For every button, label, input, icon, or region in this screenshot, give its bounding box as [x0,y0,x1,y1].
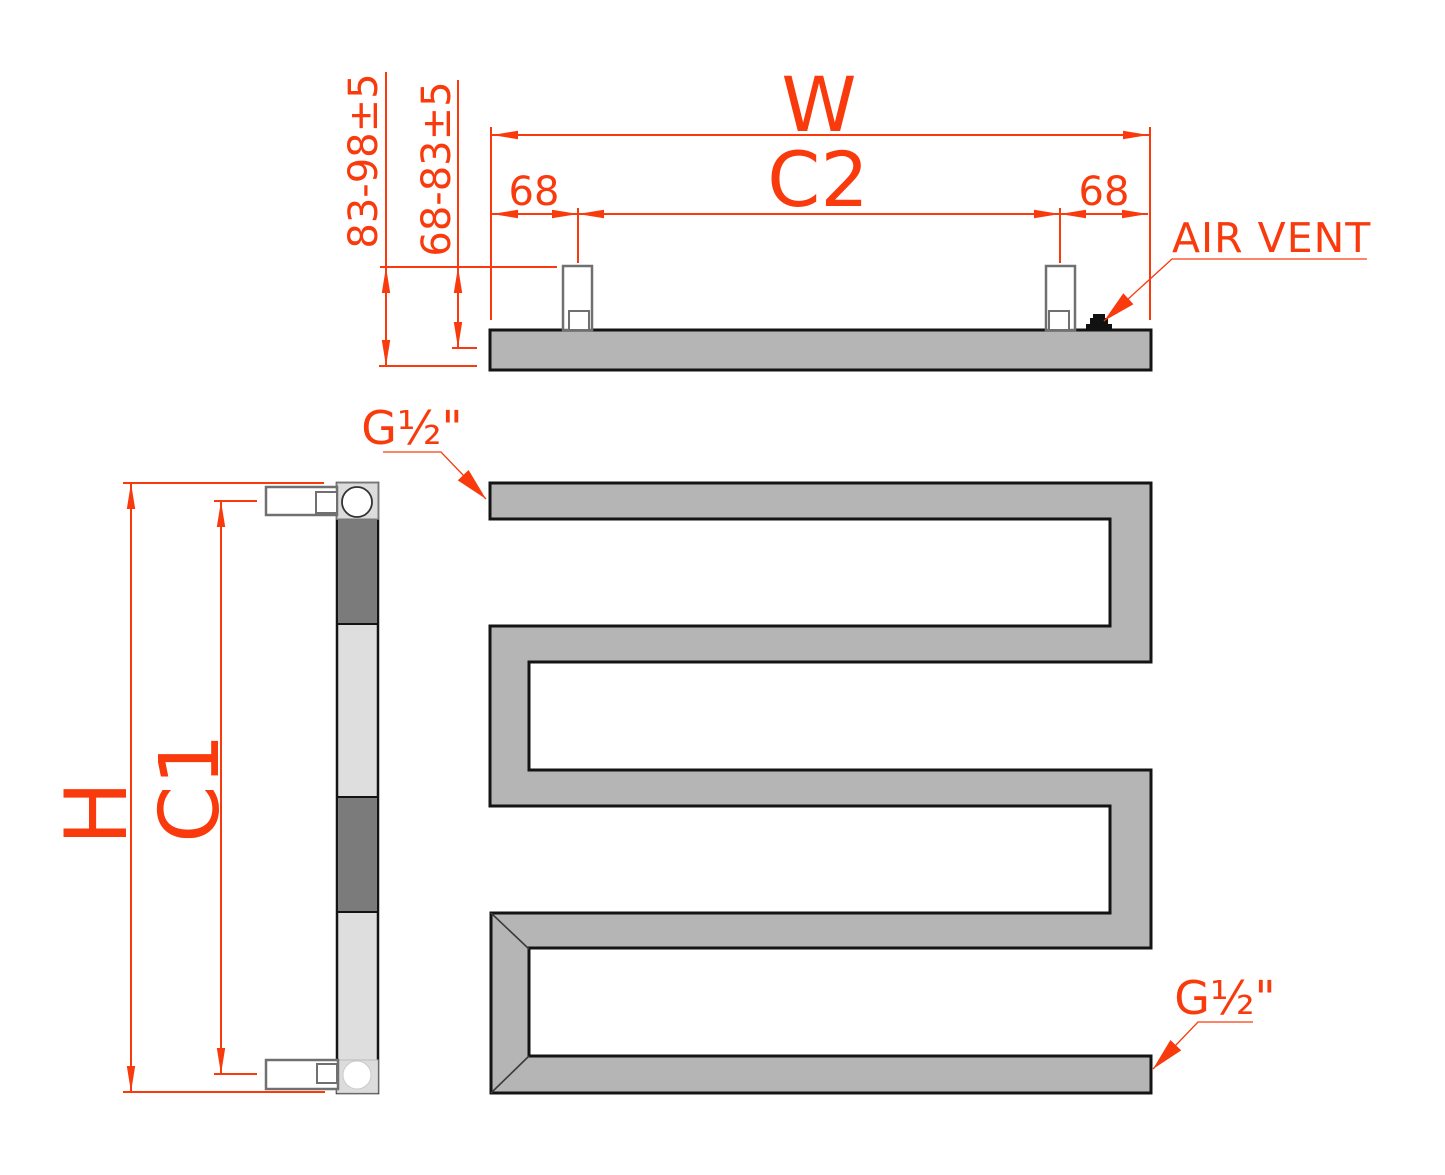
front-view [488,481,1153,1095]
side-top-connection-circle [341,486,373,518]
side-top-bracket-notch [315,491,338,514]
miter-joint-upper [490,912,530,950]
miter-joint-lower [490,1055,530,1094]
connection-leaders [383,451,1253,1070]
label-83-98: 83-98±5 [341,73,387,248]
label-68-right: 68 [1079,169,1130,215]
side-bottom-connection-circle [342,1060,372,1090]
label-c1: C1 [143,733,238,842]
outlet-leader-line [1152,1021,1253,1070]
side-view-dimensions [123,482,325,1093]
top-view-dimensions [379,72,1367,367]
label-68-83: 68-83±5 [414,81,460,256]
label-w: W [781,60,856,149]
serpentine-tube-outline [488,481,1153,1095]
side-dark-segment-1 [336,518,379,625]
label-c2: C2 [767,135,868,224]
label-h: H [47,781,147,846]
inlet-leader-line [383,451,487,500]
top-view [488,264,1153,372]
labels: W C2 68 68 AIR VENT 83-98±5 68-83±5 H C1… [47,60,1371,1025]
air-vent-leader-line [1103,258,1367,322]
side-bottom-bracket-notch [316,1063,338,1084]
label-68-left: 68 [509,169,560,215]
label-air-vent: AIR VENT [1172,214,1371,262]
top-view-tube-bar [488,328,1153,372]
side-dark-segment-2 [336,796,379,913]
label-g-half-bottom: G½" [1174,971,1275,1025]
right-wall-bracket-notch [1048,310,1070,331]
left-wall-bracket-notch [568,310,590,331]
side-view [264,481,380,1095]
label-g-half-top: G½" [361,401,462,455]
